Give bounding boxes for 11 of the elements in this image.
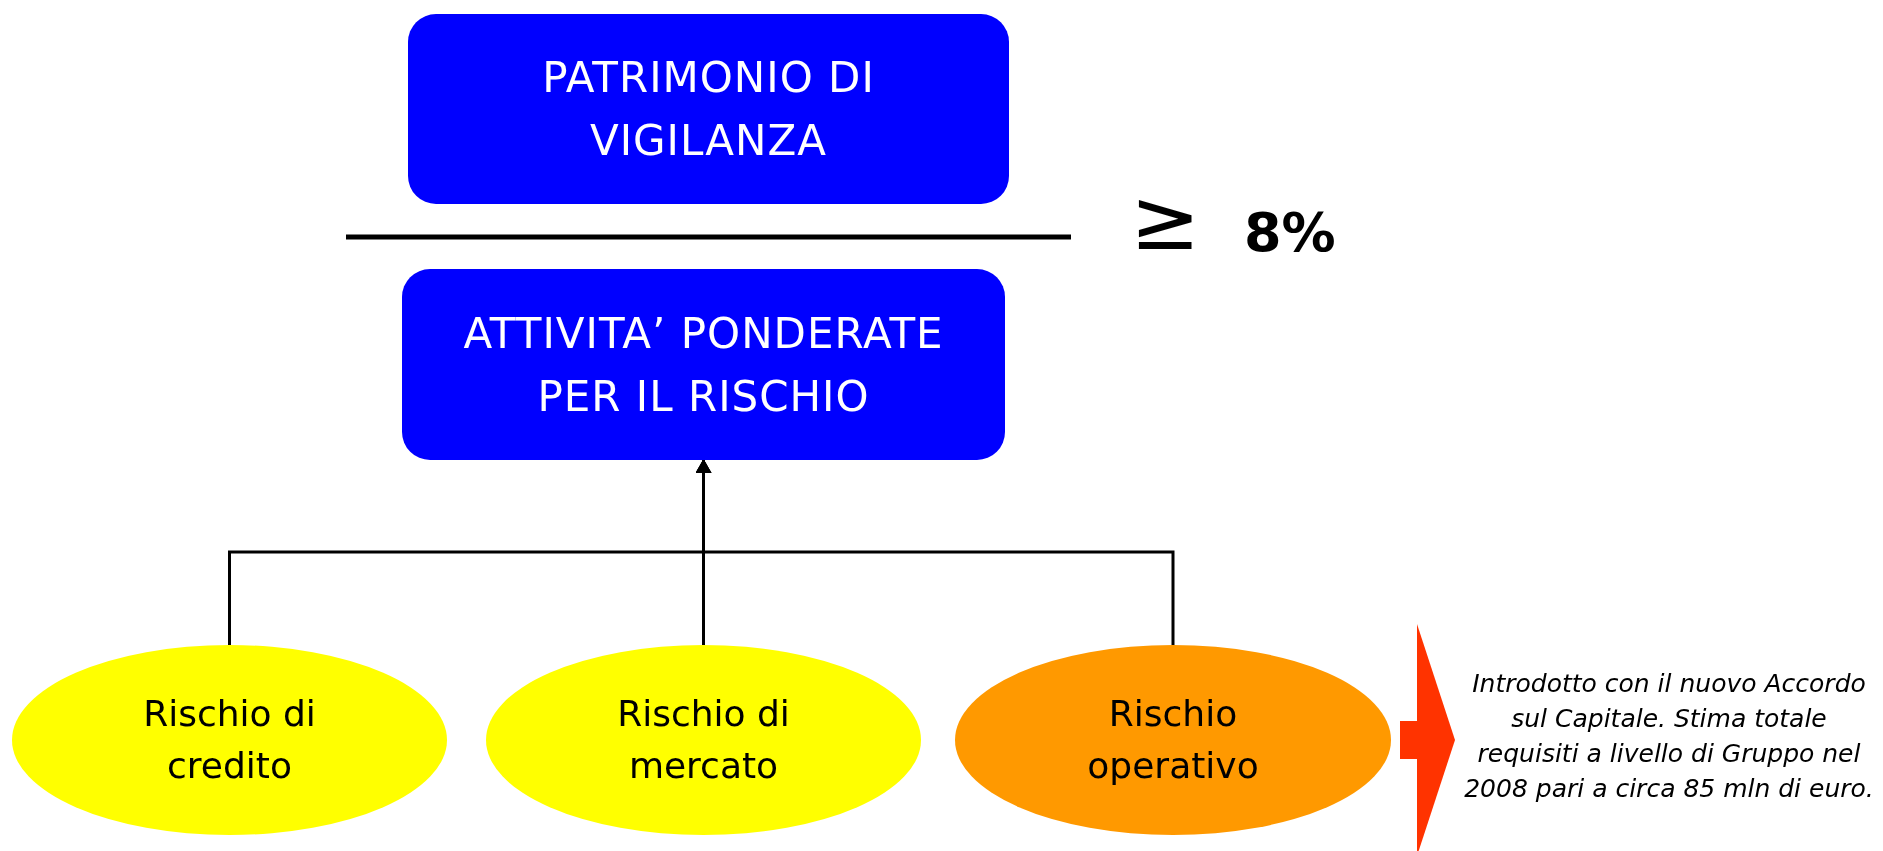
note-text: Introdotto con il nuovo Accordo sul Capitale. Stima totale requisiti a livello di Gruppo nel 2008 pari a circa 85 mln di euro. [1463,668,1875,805]
rounded-box [408,14,1009,204]
box-text: PATRIMONIO DI VIGILANZA [541,52,876,167]
percentage-label: 8% [1244,206,1336,260]
ellipse-text: Rischio operativo [1086,691,1260,788]
ellipse-text: Rischio di credito [142,691,317,788]
ellipse-text: Rischio di mercato [616,691,791,788]
box-text: ATTIVITA’ PONDERATE PER IL RISCHIO [462,307,945,423]
rounded-box [402,269,1005,460]
arrow [695,459,1175,645]
greater-equal-sign: ≥ [1130,178,1201,262]
